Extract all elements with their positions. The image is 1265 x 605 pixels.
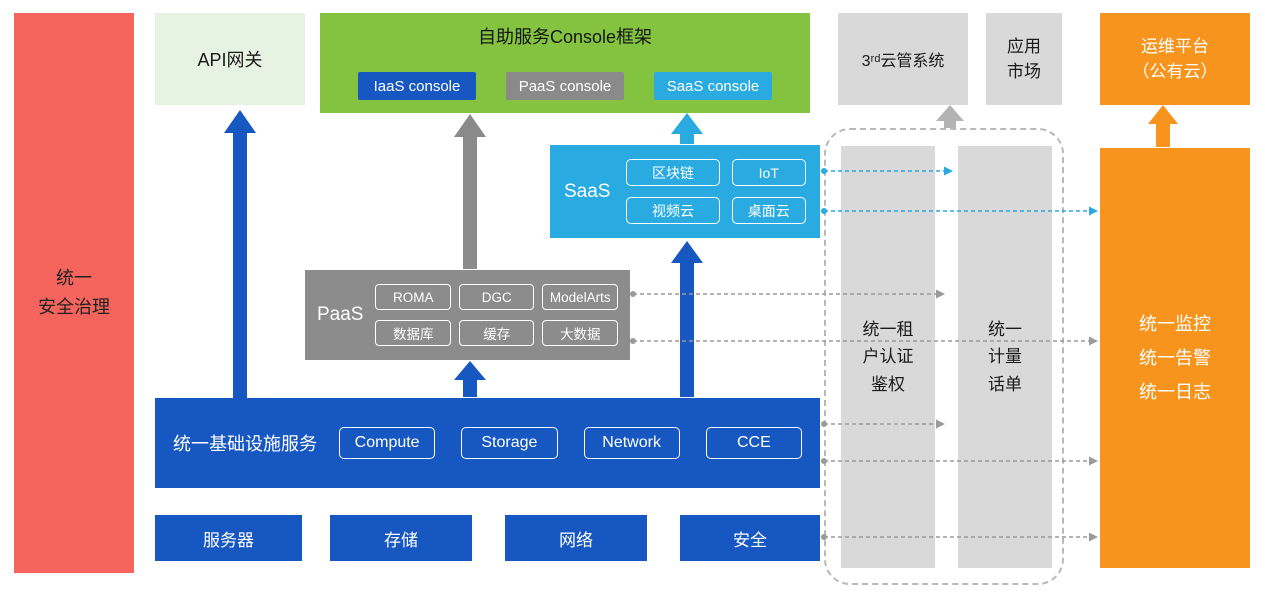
api-gateway-label: API网关 [197,50,263,70]
connector-arrowhead [1089,336,1098,346]
console-row: IaaS console PaaS console SaaS console [334,72,796,100]
hardware-box-storage: 存储 [330,515,472,561]
infrastructure-services-grid: Compute Storage Network CCE [339,427,802,459]
infra-service-storage: Storage [461,427,558,459]
paas-layer-label: PaaS [317,304,364,325]
saas-layer-box: SaaS 区块链 IoT 视频云 桌面云 [550,145,820,238]
hardware-box-security: 安全 [680,515,820,561]
arrow-infra-to-paas [454,361,486,397]
saas-service-video-cloud: 视频云 [626,197,720,224]
om-platform-box: 运维平台 （公有云） [1100,13,1250,105]
saas-service-blockchain: 区块链 [626,159,720,186]
infra-service-compute: Compute [339,427,436,459]
security-governance-bar: 统一 安全治理 [14,13,134,573]
third-party-cloud-box: 3ʳᵈ云管系统 [838,13,968,105]
app-market-box: 应用 市场 [986,13,1062,105]
connector-dot [630,291,636,297]
monitoring-bar: 统一监控 统一告警 统一日志 [1100,148,1250,568]
saas-service-desktop-cloud: 桌面云 [731,197,806,224]
paas-service-dgc: DGC [458,284,535,310]
arrow-to-om-platform [1148,105,1178,147]
hardware-box-server: 服务器 [155,515,302,561]
infra-service-network: Network [583,427,680,459]
console-framework-title: 自助服务Console框架 [477,27,653,47]
infrastructure-layer-box: 统一基础设施服务 Compute Storage Network CCE [155,398,820,488]
metering-bar: 统一 计量 话单 [958,146,1052,568]
governance-dashed-container [824,128,1064,585]
om-platform-label: 运维平台 （公有云） [1132,36,1218,82]
paas-service-modelarts: ModelArts [542,284,618,310]
saas-services-grid: 区块链 IoT 视频云 桌面云 [626,159,806,224]
saas-console-chip: SaaS console [654,72,772,100]
paas-service-cache: 缓存 [458,320,535,346]
paas-layer-box: PaaS ROMA DGC ModelArts 数据库 缓存 大数据 [305,270,630,360]
monitoring-label: 统一监控 统一告警 统一日志 [1139,313,1211,403]
arrow-to-third-party-cloud [936,105,964,128]
connector-arrowhead [1089,532,1098,542]
metering-label: 统一 计量 话单 [988,320,1022,394]
arrow-infra-to-saas [671,241,703,397]
console-framework-box: 自助服务Console框架 IaaS console PaaS console … [320,13,810,113]
paas-services-grid: ROMA DGC ModelArts 数据库 缓存 大数据 [375,284,618,346]
saas-service-iot: IoT [731,159,806,186]
connector-arrowhead [1089,456,1098,466]
connector-arrowhead [1089,206,1098,216]
arrow-paas-to-console [454,114,486,269]
infra-service-cce: CCE [705,427,802,459]
tenant-auth-label: 统一租 户认证 鉴权 [862,320,914,394]
infrastructure-label: 统一基础设施服务 [173,434,317,454]
hardware-box-network: 网络 [505,515,647,561]
security-governance-label: 统一 安全治理 [38,268,110,317]
tenant-auth-bar: 统一租 户认证 鉴权 [841,146,935,568]
app-market-label: 应用 市场 [1007,36,1041,82]
api-gateway-box: API网关 [155,13,305,105]
arrow-infra-to-api-gateway [224,110,256,399]
iaas-console-chip: IaaS console [358,72,476,100]
paas-console-chip: PaaS console [506,72,624,100]
paas-service-roma: ROMA [375,284,451,310]
connector-dot [630,338,636,344]
saas-layer-label: SaaS [564,180,611,202]
third-party-cloud-label: 3ʳᵈ云管系统 [861,53,945,70]
arrow-saas-to-console [671,113,703,144]
paas-service-bigdata: 大数据 [542,320,618,346]
paas-service-database: 数据库 [375,320,451,346]
